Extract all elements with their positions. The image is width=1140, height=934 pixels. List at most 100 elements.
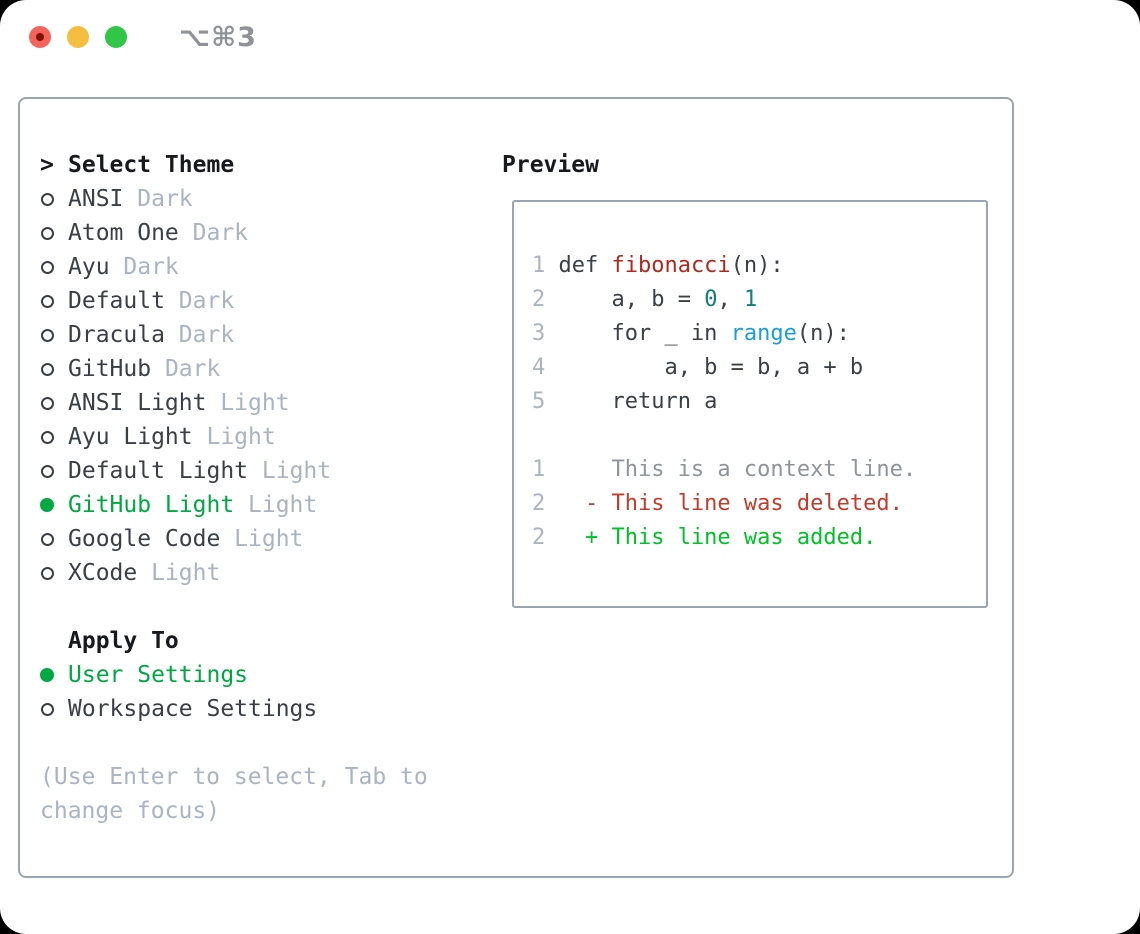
code-token-added: + This line was added. xyxy=(558,525,877,550)
code-token-context: This is a context line. xyxy=(558,457,917,482)
line-content: - This line was deleted. xyxy=(558,487,903,521)
theme-option[interactable]: Ayu Light Light xyxy=(40,420,490,454)
line-number: 1 xyxy=(532,253,546,278)
minimize-button[interactable] xyxy=(67,26,89,48)
theme-selector: > Select Theme ANSI Dark Atom One Dark A… xyxy=(40,148,490,828)
code-token-default: , xyxy=(717,287,744,312)
line-number: 4 xyxy=(532,355,546,380)
theme-variant: Light xyxy=(206,424,276,450)
theme-name: GitHub xyxy=(68,356,165,382)
line-content: + This line was added. xyxy=(558,521,876,555)
apply-option-label: Workspace Settings xyxy=(68,696,318,722)
radio-circle-icon xyxy=(41,532,54,546)
preview-code: 1 def fibonacci (n): 2 a, b = 0, 1 3 for _… xyxy=(532,249,986,555)
theme-name: XCode xyxy=(68,560,152,586)
code-token-number: 1 xyxy=(743,287,758,312)
preview-code-line: 2 a, b = 0, 1 xyxy=(532,283,986,317)
preview-code-line: 2 - This line was deleted. xyxy=(532,487,986,521)
theme-list: ANSI Dark Atom One Dark Ayu Dark Default… xyxy=(40,182,490,590)
theme-option[interactable]: ANSI Dark xyxy=(40,182,490,216)
theme-option[interactable]: Atom One Dark xyxy=(40,216,490,250)
close-button[interactable] xyxy=(29,26,51,48)
theme-option[interactable]: GitHub Light Light xyxy=(40,488,490,522)
line-content: return a xyxy=(558,385,717,419)
theme-name: Atom One xyxy=(68,220,193,246)
code-token-deleted: - This line was deleted. xyxy=(558,491,903,516)
theme-variant: Dark xyxy=(178,322,235,348)
close-dot-icon xyxy=(36,33,44,41)
radio-circle-icon xyxy=(40,498,54,512)
preview-code-line: 4 a, b = b, a + b xyxy=(532,351,986,385)
theme-option[interactable]: Default Light Light xyxy=(40,454,490,488)
apply-to-list: User Settings Workspace Settings xyxy=(40,658,490,726)
line-content: This is a context line. xyxy=(558,453,916,487)
radio-circle-icon xyxy=(41,192,54,206)
radio-circle-icon xyxy=(41,294,54,308)
code-token-default: return a xyxy=(558,389,718,414)
theme-variant: Dark xyxy=(123,254,179,280)
theme-option[interactable]: ANSI Light Light xyxy=(40,386,490,420)
code-token-builtin: range xyxy=(730,321,797,346)
line-number: 2 xyxy=(532,491,546,516)
preview-code-line: 3 for _ in range(n): xyxy=(532,317,986,351)
radio-circle-icon xyxy=(41,260,54,274)
preview-header: Preview xyxy=(502,148,988,182)
radio-circle-icon xyxy=(41,566,54,580)
theme-option[interactable]: Ayu Dark xyxy=(40,250,490,284)
radio-circle-icon xyxy=(41,226,54,240)
zoom-button[interactable] xyxy=(105,26,127,48)
line-number: 3 xyxy=(532,321,546,346)
apply-to-header: Apply To xyxy=(40,624,490,658)
line-content: a, b = b, a + b xyxy=(558,351,863,385)
line-content: for _ in range(n): xyxy=(558,317,849,351)
code-token-number: 0 xyxy=(704,287,718,312)
line-number: 1 xyxy=(532,457,546,482)
theme-name: Ayu xyxy=(68,254,124,280)
code-token-default: for _ in xyxy=(558,321,731,346)
radio-circle-icon xyxy=(41,464,54,478)
line-number: 2 xyxy=(532,525,546,550)
code-token-default: (n): xyxy=(796,321,850,346)
preview-box: 1 def fibonacci (n): 2 a, b = 0, 1 3 for _… xyxy=(512,200,988,608)
window-title-shortcut: ⌥⌘3 xyxy=(179,21,257,53)
preview-panel: Preview 1 def fibonacci (n): 2 a, b = 0, 1… xyxy=(502,148,988,608)
theme-option[interactable]: Dracula Dark xyxy=(40,318,490,352)
theme-option[interactable]: XCode Light xyxy=(40,556,490,590)
theme-option[interactable]: Default Dark xyxy=(40,284,490,318)
theme-variant: Light xyxy=(248,492,318,518)
theme-option[interactable]: Google Code Light xyxy=(40,522,490,556)
radio-circle-icon xyxy=(41,362,54,376)
theme-name: Dracula xyxy=(68,322,179,348)
theme-option[interactable]: GitHub Dark xyxy=(40,352,490,386)
theme-variant: Light xyxy=(234,526,304,552)
preview-code-line: 5 return a xyxy=(532,385,986,419)
radio-circle-icon xyxy=(41,328,54,342)
code-token-default: a, b = b, a + b xyxy=(558,355,864,380)
apply-to-option[interactable]: User Settings xyxy=(40,658,490,692)
spacer xyxy=(40,726,490,760)
main-panel: > Select Theme ANSI Dark Atom One Dark A… xyxy=(18,97,1014,878)
radio-circle-icon xyxy=(41,430,54,444)
line-content: a, b = 0, 1 xyxy=(558,283,757,317)
preview-code-line: 1 This is a context line. xyxy=(532,453,986,487)
apply-to-option[interactable]: Workspace Settings xyxy=(40,692,490,726)
code-token-default: def xyxy=(558,253,612,278)
theme-name: Default xyxy=(68,288,179,314)
theme-variant: Dark xyxy=(137,186,193,212)
code-token-default: a, b = xyxy=(558,287,705,312)
hint-line: change focus) xyxy=(40,798,221,824)
line-number: 5 xyxy=(532,389,546,414)
theme-name: ANSI xyxy=(68,186,138,212)
theme-name: Default Light xyxy=(68,458,262,484)
selection-arrow-icon: > xyxy=(40,152,54,178)
preview-code-line: 2 + This line was added. xyxy=(532,521,986,555)
theme-variant: Light xyxy=(261,458,332,484)
theme-variant: Dark xyxy=(164,356,221,382)
apply-option-label: User Settings xyxy=(68,662,249,688)
code-token-function: fibonacci xyxy=(611,253,731,278)
theme-name: GitHub Light xyxy=(68,492,249,518)
select-theme-title: Select Theme xyxy=(68,152,235,178)
theme-variant: Light xyxy=(151,560,221,586)
